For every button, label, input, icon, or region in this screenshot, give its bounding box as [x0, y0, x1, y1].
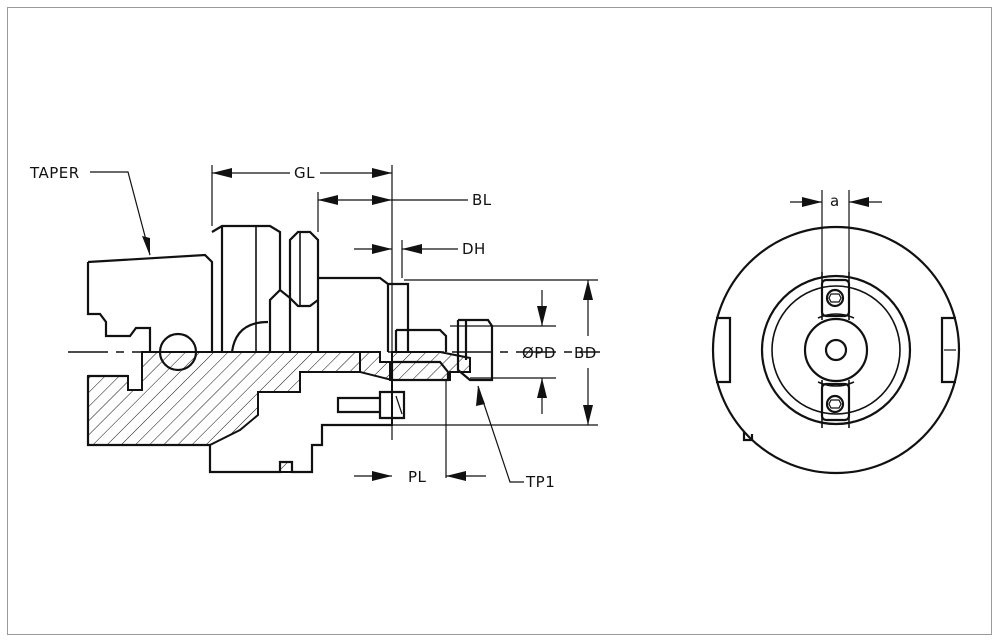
gl-label: GL: [294, 164, 315, 182]
bl-label: BL: [472, 191, 492, 209]
side-view: [68, 165, 600, 478]
body-outline: [316, 276, 410, 352]
key-screw-top: [825, 288, 845, 308]
dh-label: DH: [462, 240, 486, 258]
face-circle: [771, 285, 901, 415]
front-view: a: [711, 190, 961, 475]
key-top: [820, 278, 851, 318]
taper-label: TAPER: [29, 164, 80, 182]
taper-upper-outline: [86, 253, 214, 352]
a-label: a: [830, 192, 840, 210]
center-hole: [824, 338, 848, 362]
outer-flange-circle: [711, 225, 961, 475]
key-screw-bottom: [825, 394, 845, 414]
drive-slot-left: [716, 316, 732, 384]
hatched-section: [87, 351, 471, 473]
key-bottom: [820, 382, 851, 422]
arc-detail: [230, 320, 269, 353]
pl-label: PL: [408, 468, 427, 486]
drive-slot-circle: [158, 332, 198, 372]
pilot-circle: [803, 317, 869, 383]
taper-lower-outline: [86, 374, 392, 474]
pd-label: ØPD: [522, 344, 556, 362]
bolt-detail: [336, 390, 406, 420]
set-screw: [456, 318, 494, 382]
drive-slot-right: [940, 316, 956, 384]
flange-outline: [211, 224, 320, 352]
pilot-stub: [394, 328, 448, 352]
dimensions: TAPER GL BL DH BD ØPD: [29, 164, 598, 491]
bd-label: BD: [574, 344, 597, 362]
notch: [742, 432, 754, 442]
body-circle: [760, 274, 912, 426]
tp1-label: TP1: [525, 473, 555, 491]
